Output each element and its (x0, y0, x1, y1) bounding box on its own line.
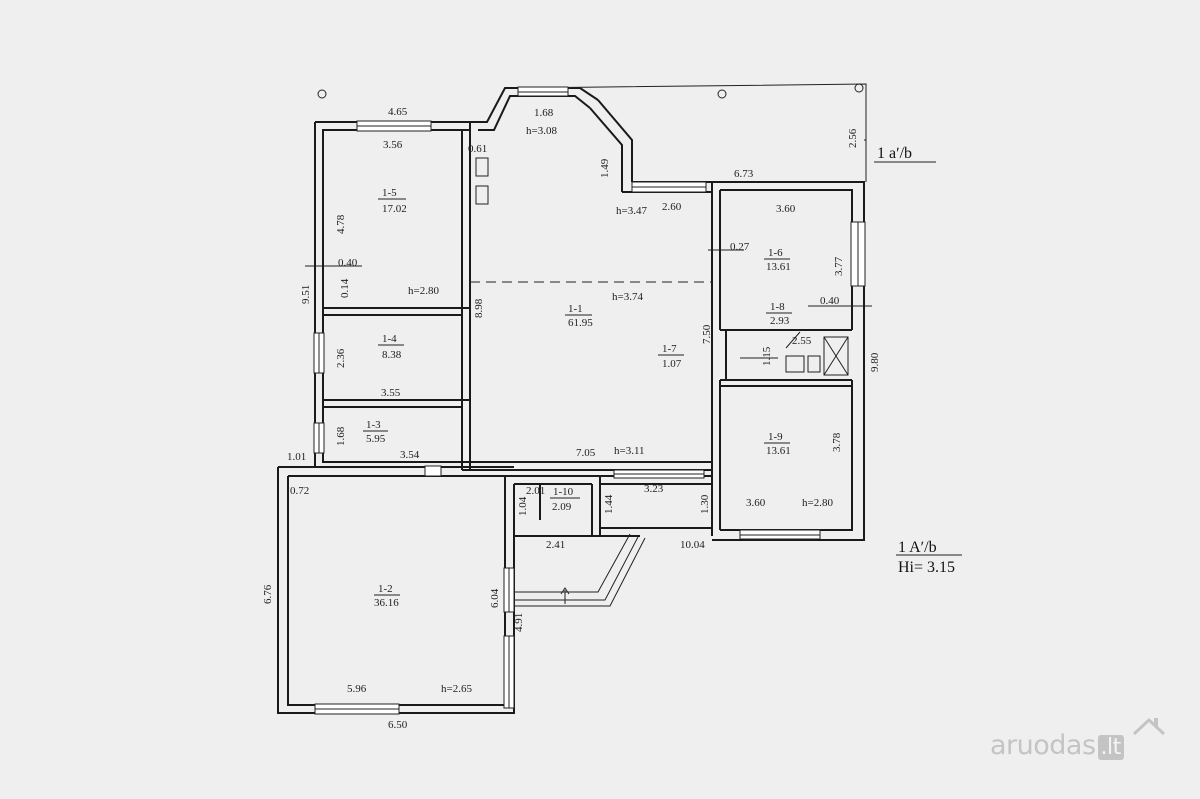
dimension-label: 1.49 (599, 158, 611, 178)
dimension-label: 1.30 (699, 494, 711, 514)
dimension-label: 9.80 (869, 352, 881, 372)
dimension-label: 2.55 (792, 335, 812, 347)
room-labels: 1-1 61.95 h=3.74 1-2 36.16 h=2.65 1-3 5.… (363, 125, 833, 695)
room-height: h=3.74 (612, 291, 643, 303)
room-id: 1-9 (768, 431, 783, 443)
room-area: 13.61 (766, 445, 791, 457)
survey-marker (854, 83, 864, 93)
dimension-label: 4.65 (388, 106, 408, 118)
height-label: h=3.11 (614, 445, 645, 457)
walls (277, 83, 867, 714)
sink-fixture (785, 355, 805, 373)
dimension-label: 1.04 (517, 496, 529, 516)
room-id: 1-4 (382, 333, 397, 345)
dimension-label: 2.41 (546, 539, 565, 551)
stove-fixture (475, 157, 489, 177)
room-area: 2.09 (552, 501, 572, 513)
room-height: h=2.65 (441, 683, 472, 695)
dimension-label: 6.73 (734, 168, 754, 180)
dimension-label: 3.55 (381, 387, 401, 399)
dimension-label: 2.01 (526, 485, 545, 497)
plan-title-bottom: 1 Aʹ/b (898, 539, 937, 556)
dimension-label: 0.61 (468, 143, 487, 155)
dimension-label: 3.54 (400, 449, 420, 461)
watermark-text: aruodas.lt (990, 730, 1124, 761)
dimension-label: 9.51 (300, 285, 312, 304)
height-label: h=3.47 (616, 205, 647, 217)
room-area: 13.61 (766, 261, 791, 273)
watermark-brand: aruodas (990, 730, 1096, 761)
dimension-label: 3.56 (383, 139, 403, 151)
dimension-label: 0.72 (290, 485, 309, 497)
dimension-label: 6.50 (388, 719, 408, 731)
dimension-label: 3.60 (776, 203, 796, 215)
dimension-label: 1.15 (761, 346, 773, 366)
dimension-label: 6.04 (489, 588, 501, 608)
room-id: 1-8 (770, 301, 785, 313)
dimension-label: 3.77 (833, 256, 845, 276)
dimension-label: 6.76 (262, 584, 274, 604)
room-id: 1-1 (568, 303, 583, 315)
dimension-label: 0.14 (339, 278, 351, 298)
survey-marker (317, 89, 327, 99)
dimension-label: 7.05 (576, 447, 596, 459)
room-area: 61.95 (568, 317, 593, 329)
windows (313, 86, 866, 715)
dimension-label: 1.01 (287, 451, 306, 463)
dimension-label: 3.23 (644, 483, 664, 495)
dimension-label: 5.96 (347, 683, 367, 695)
watermark: aruodas.lt (990, 717, 1190, 768)
room-area: 5.95 (366, 433, 386, 445)
room-id: 1-7 (662, 343, 677, 355)
title-blocks: 1 aʹ/b 1 Aʹ/b Hi= 3.15 (874, 145, 962, 576)
room-height: h=2.80 (408, 285, 439, 297)
dimension-lines (305, 139, 872, 359)
survey-marker (717, 89, 727, 99)
fixtures (317, 83, 864, 604)
dimension-numbers: 4.65 3.56 4.78 0.40 9.51 0.14 2.36 3.55 … (262, 106, 881, 731)
dimension-label: 8.98 (473, 298, 485, 318)
room-id: 1-2 (378, 583, 393, 595)
dimension-label: 10.04 (680, 539, 705, 551)
dimension-label: 0.40 (338, 257, 358, 269)
watermark-suffix: .lt (1097, 735, 1124, 760)
dimension-label: 2.60 (662, 201, 682, 213)
room-id: 1-3 (366, 419, 381, 431)
room-area: 8.38 (382, 349, 402, 361)
height-label: Hi= 3.15 (898, 559, 955, 576)
dimension-label: 0.27 (730, 241, 750, 253)
shower-fixture (823, 336, 849, 376)
dimension-label: 4.78 (335, 214, 347, 234)
room-id: 1-5 (382, 187, 397, 199)
room-area: 1.07 (662, 358, 682, 370)
dimension-label: 3.60 (746, 497, 766, 509)
room-height: h=2.80 (802, 497, 833, 509)
dimension-label: 2.36 (335, 348, 347, 368)
boiler-fixture (475, 185, 489, 205)
dimension-label: 0.40 (820, 295, 840, 307)
dimension-label: 7.50 (701, 324, 713, 344)
dimension-label: 4.91 (513, 613, 525, 632)
dimension-label: 3.78 (831, 432, 843, 452)
dimension-label: 1.44 (603, 494, 615, 514)
room-area: 17.02 (382, 203, 407, 215)
room-area: 36.16 (374, 597, 399, 609)
height-label: h=3.08 (526, 125, 557, 137)
toilet-fixture (807, 355, 821, 373)
plan-title-top: 1 aʹ/b (877, 145, 912, 162)
room-id: 1-10 (553, 486, 574, 498)
room-area: 2.93 (770, 315, 790, 327)
dimension-label: 1.68 (335, 426, 347, 446)
dimension-label: 1.68 (534, 107, 554, 119)
room-id: 1-6 (768, 247, 783, 259)
dimension-label: 2.56 (847, 128, 859, 148)
house-icon (1132, 717, 1166, 736)
